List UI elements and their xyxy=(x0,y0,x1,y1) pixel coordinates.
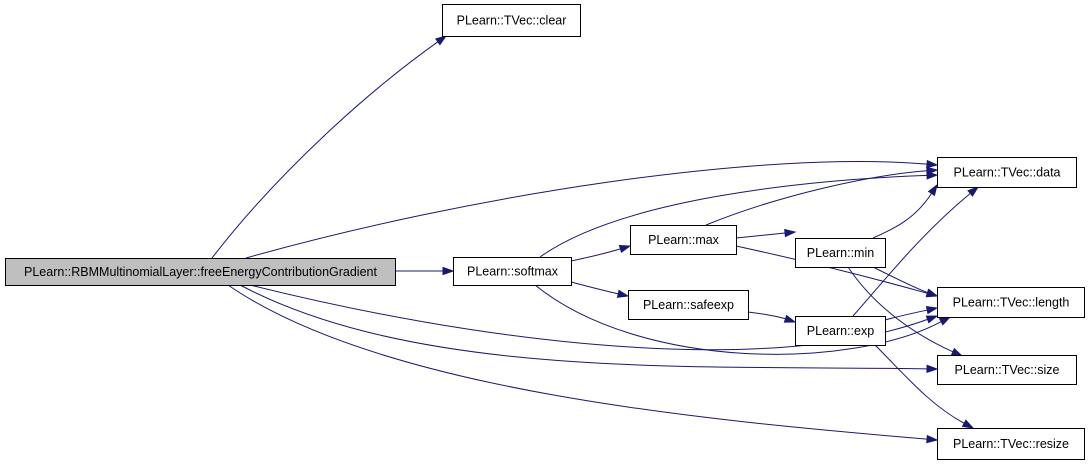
edge-line xyxy=(847,266,954,353)
node-label: PLearn::TVec::clear xyxy=(457,14,567,28)
edge-line xyxy=(227,284,928,440)
edge-root-to-size xyxy=(239,284,939,374)
arrow-head-icon xyxy=(783,314,797,323)
edge-line xyxy=(872,193,932,239)
node-data[interactable]: PLearn::TVec::data xyxy=(937,157,1077,188)
edge-line xyxy=(735,245,928,294)
node-label: PLearn::TVec::resize xyxy=(953,437,1069,451)
arrow-head-icon xyxy=(967,186,980,197)
edge-max-to-min xyxy=(735,228,797,239)
edge-exp-to-length xyxy=(884,306,939,321)
arrow-head-icon xyxy=(616,289,630,298)
edge-exp-to-data xyxy=(852,186,980,317)
arrow-head-icon xyxy=(926,434,939,444)
edge-softmax-to-length xyxy=(534,284,952,355)
node-exp[interactable]: PLearn::exp xyxy=(795,316,886,346)
edge-root-to-clear xyxy=(211,35,448,259)
edge-line xyxy=(884,309,928,321)
edge-line xyxy=(239,284,928,370)
edge-root-to-resize xyxy=(227,284,939,444)
edge-exp-to-resize xyxy=(874,344,975,429)
edge-softmax-to-safeexp xyxy=(570,281,630,298)
node-box xyxy=(630,225,737,255)
arrow-head-icon xyxy=(926,364,939,374)
node-root[interactable]: PLearn::RBMMultinomialLayer::freeEnergyC… xyxy=(5,258,396,286)
edge-line xyxy=(705,170,928,226)
arrow-head-icon xyxy=(926,159,939,169)
edge-line xyxy=(747,311,786,320)
edge-line xyxy=(735,232,786,239)
node-box xyxy=(795,316,886,346)
edge-line xyxy=(211,41,439,259)
node-box xyxy=(937,287,1085,318)
arrow-head-icon xyxy=(618,244,632,254)
node-label: PLearn::TVec::size xyxy=(955,363,1060,377)
edge-max-to-data xyxy=(705,166,939,226)
edge-line xyxy=(874,344,965,424)
arrow-head-icon xyxy=(784,228,797,238)
edge-line xyxy=(570,281,619,295)
arrow-head-icon xyxy=(961,419,975,429)
nodes: PLearn::RBMMultinomialLayer::freeEnergyC… xyxy=(5,4,1085,460)
node-size[interactable]: PLearn::TVec::size xyxy=(937,355,1077,385)
arrow-head-icon xyxy=(925,288,939,297)
node-min[interactable]: PLearn::min xyxy=(795,238,886,268)
edge-line xyxy=(245,161,928,259)
node-length[interactable]: PLearn::TVec::length xyxy=(937,287,1085,318)
node-label: PLearn::min xyxy=(807,246,874,260)
edge-min-to-data xyxy=(872,183,938,239)
node-box xyxy=(937,157,1077,188)
node-resize[interactable]: PLearn::TVec::resize xyxy=(937,428,1085,460)
node-box xyxy=(795,238,886,268)
node-clear[interactable]: PLearn::TVec::clear xyxy=(442,4,581,37)
arrow-head-icon xyxy=(927,183,938,197)
node-label: PLearn::TVec::length xyxy=(953,296,1070,310)
node-box xyxy=(442,4,581,37)
arrow-head-icon xyxy=(435,35,448,46)
edge-line xyxy=(872,266,928,294)
edge-min-to-length xyxy=(872,266,939,297)
node-label: PLearn::TVec::data xyxy=(953,166,1060,180)
node-label: PLearn::RBMMultinomialLayer::freeEnergyC… xyxy=(24,265,377,279)
arrow-head-icon xyxy=(950,347,964,357)
node-box xyxy=(937,355,1077,385)
node-box xyxy=(628,290,749,320)
edge-root-to-data xyxy=(245,159,939,259)
node-box xyxy=(453,257,572,286)
edge-line xyxy=(534,284,942,355)
node-safeexp[interactable]: PLearn::safeexp xyxy=(628,290,749,320)
node-label: PLearn::exp xyxy=(807,324,874,338)
node-box xyxy=(937,428,1085,460)
edge-root-to-softmax xyxy=(394,266,455,276)
node-label: PLearn::softmax xyxy=(467,265,559,279)
edge-line xyxy=(852,192,971,317)
node-label: PLearn::max xyxy=(648,233,720,247)
edge-safeexp-to-exp xyxy=(747,311,797,323)
arrow-head-icon xyxy=(442,266,455,276)
node-label: PLearn::safeexp xyxy=(643,298,734,312)
arrow-head-icon xyxy=(925,306,939,315)
arrow-head-icon xyxy=(938,316,952,326)
node-softmax[interactable]: PLearn::softmax xyxy=(453,257,572,286)
arrow-head-icon xyxy=(926,166,939,175)
edge-softmax-to-max xyxy=(570,244,632,262)
arrow-head-icon xyxy=(925,315,939,324)
edge-line xyxy=(570,248,621,262)
node-box xyxy=(5,258,396,286)
node-max[interactable]: PLearn::max xyxy=(630,225,737,255)
